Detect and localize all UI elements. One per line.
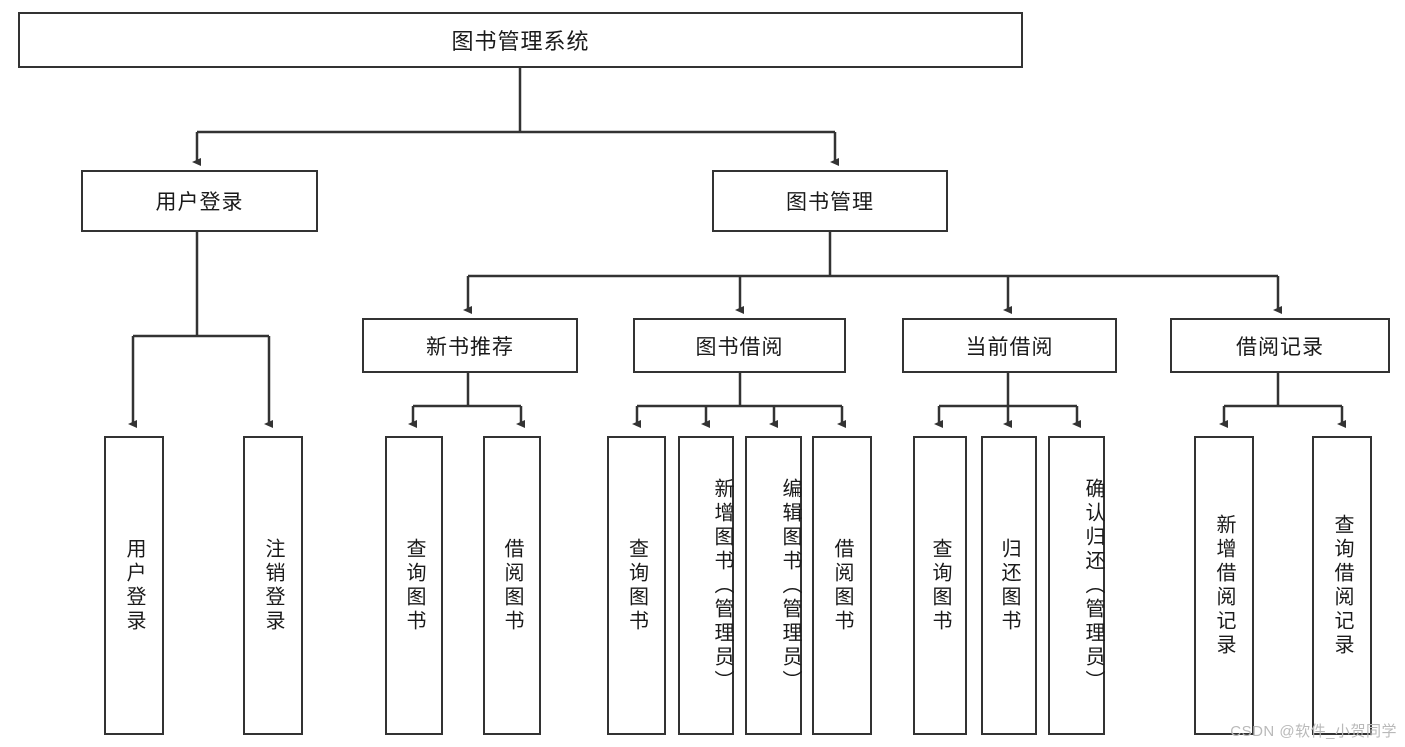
leaf-borrow-book-recommend[interactable]: 借阅图书 bbox=[483, 436, 541, 735]
node-book-borrow[interactable]: 图书借阅 bbox=[633, 318, 846, 373]
watermark-text: CSDN @软件_小贺同学 bbox=[1230, 723, 1397, 740]
node-borrow-record[interactable]: 借阅记录 bbox=[1170, 318, 1390, 373]
leaf-edit-book-admin[interactable]: 编辑图书（管理员） bbox=[745, 436, 802, 735]
node-new-book-recommend[interactable]: 新书推荐 bbox=[362, 318, 578, 373]
node-book-management-system[interactable]: 图书管理系统 bbox=[18, 12, 1023, 68]
node-current-borrow[interactable]: 当前借阅 bbox=[902, 318, 1117, 373]
leaf-confirm-return-admin[interactable]: 确认归还（管理员） bbox=[1048, 436, 1105, 735]
leaf-logout-login[interactable]: 注销登录 bbox=[243, 436, 303, 735]
leaf-add-book-admin[interactable]: 新增图书（管理员） bbox=[678, 436, 734, 735]
node-user-login[interactable]: 用户登录 bbox=[81, 170, 318, 232]
leaf-query-book-current[interactable]: 查询图书 bbox=[913, 436, 967, 735]
leaf-query-book-recommend[interactable]: 查询图书 bbox=[385, 436, 443, 735]
leaf-return-book[interactable]: 归还图书 bbox=[981, 436, 1037, 735]
leaf-borrow-book-borrow[interactable]: 借阅图书 bbox=[812, 436, 872, 735]
leaf-query-borrow-record[interactable]: 查询借阅记录 bbox=[1312, 436, 1372, 735]
leaf-add-borrow-record[interactable]: 新增借阅记录 bbox=[1194, 436, 1254, 735]
node-book-manage[interactable]: 图书管理 bbox=[712, 170, 948, 232]
leaf-query-book-borrow[interactable]: 查询图书 bbox=[607, 436, 666, 735]
leaf-user-login[interactable]: 用户登录 bbox=[104, 436, 164, 735]
